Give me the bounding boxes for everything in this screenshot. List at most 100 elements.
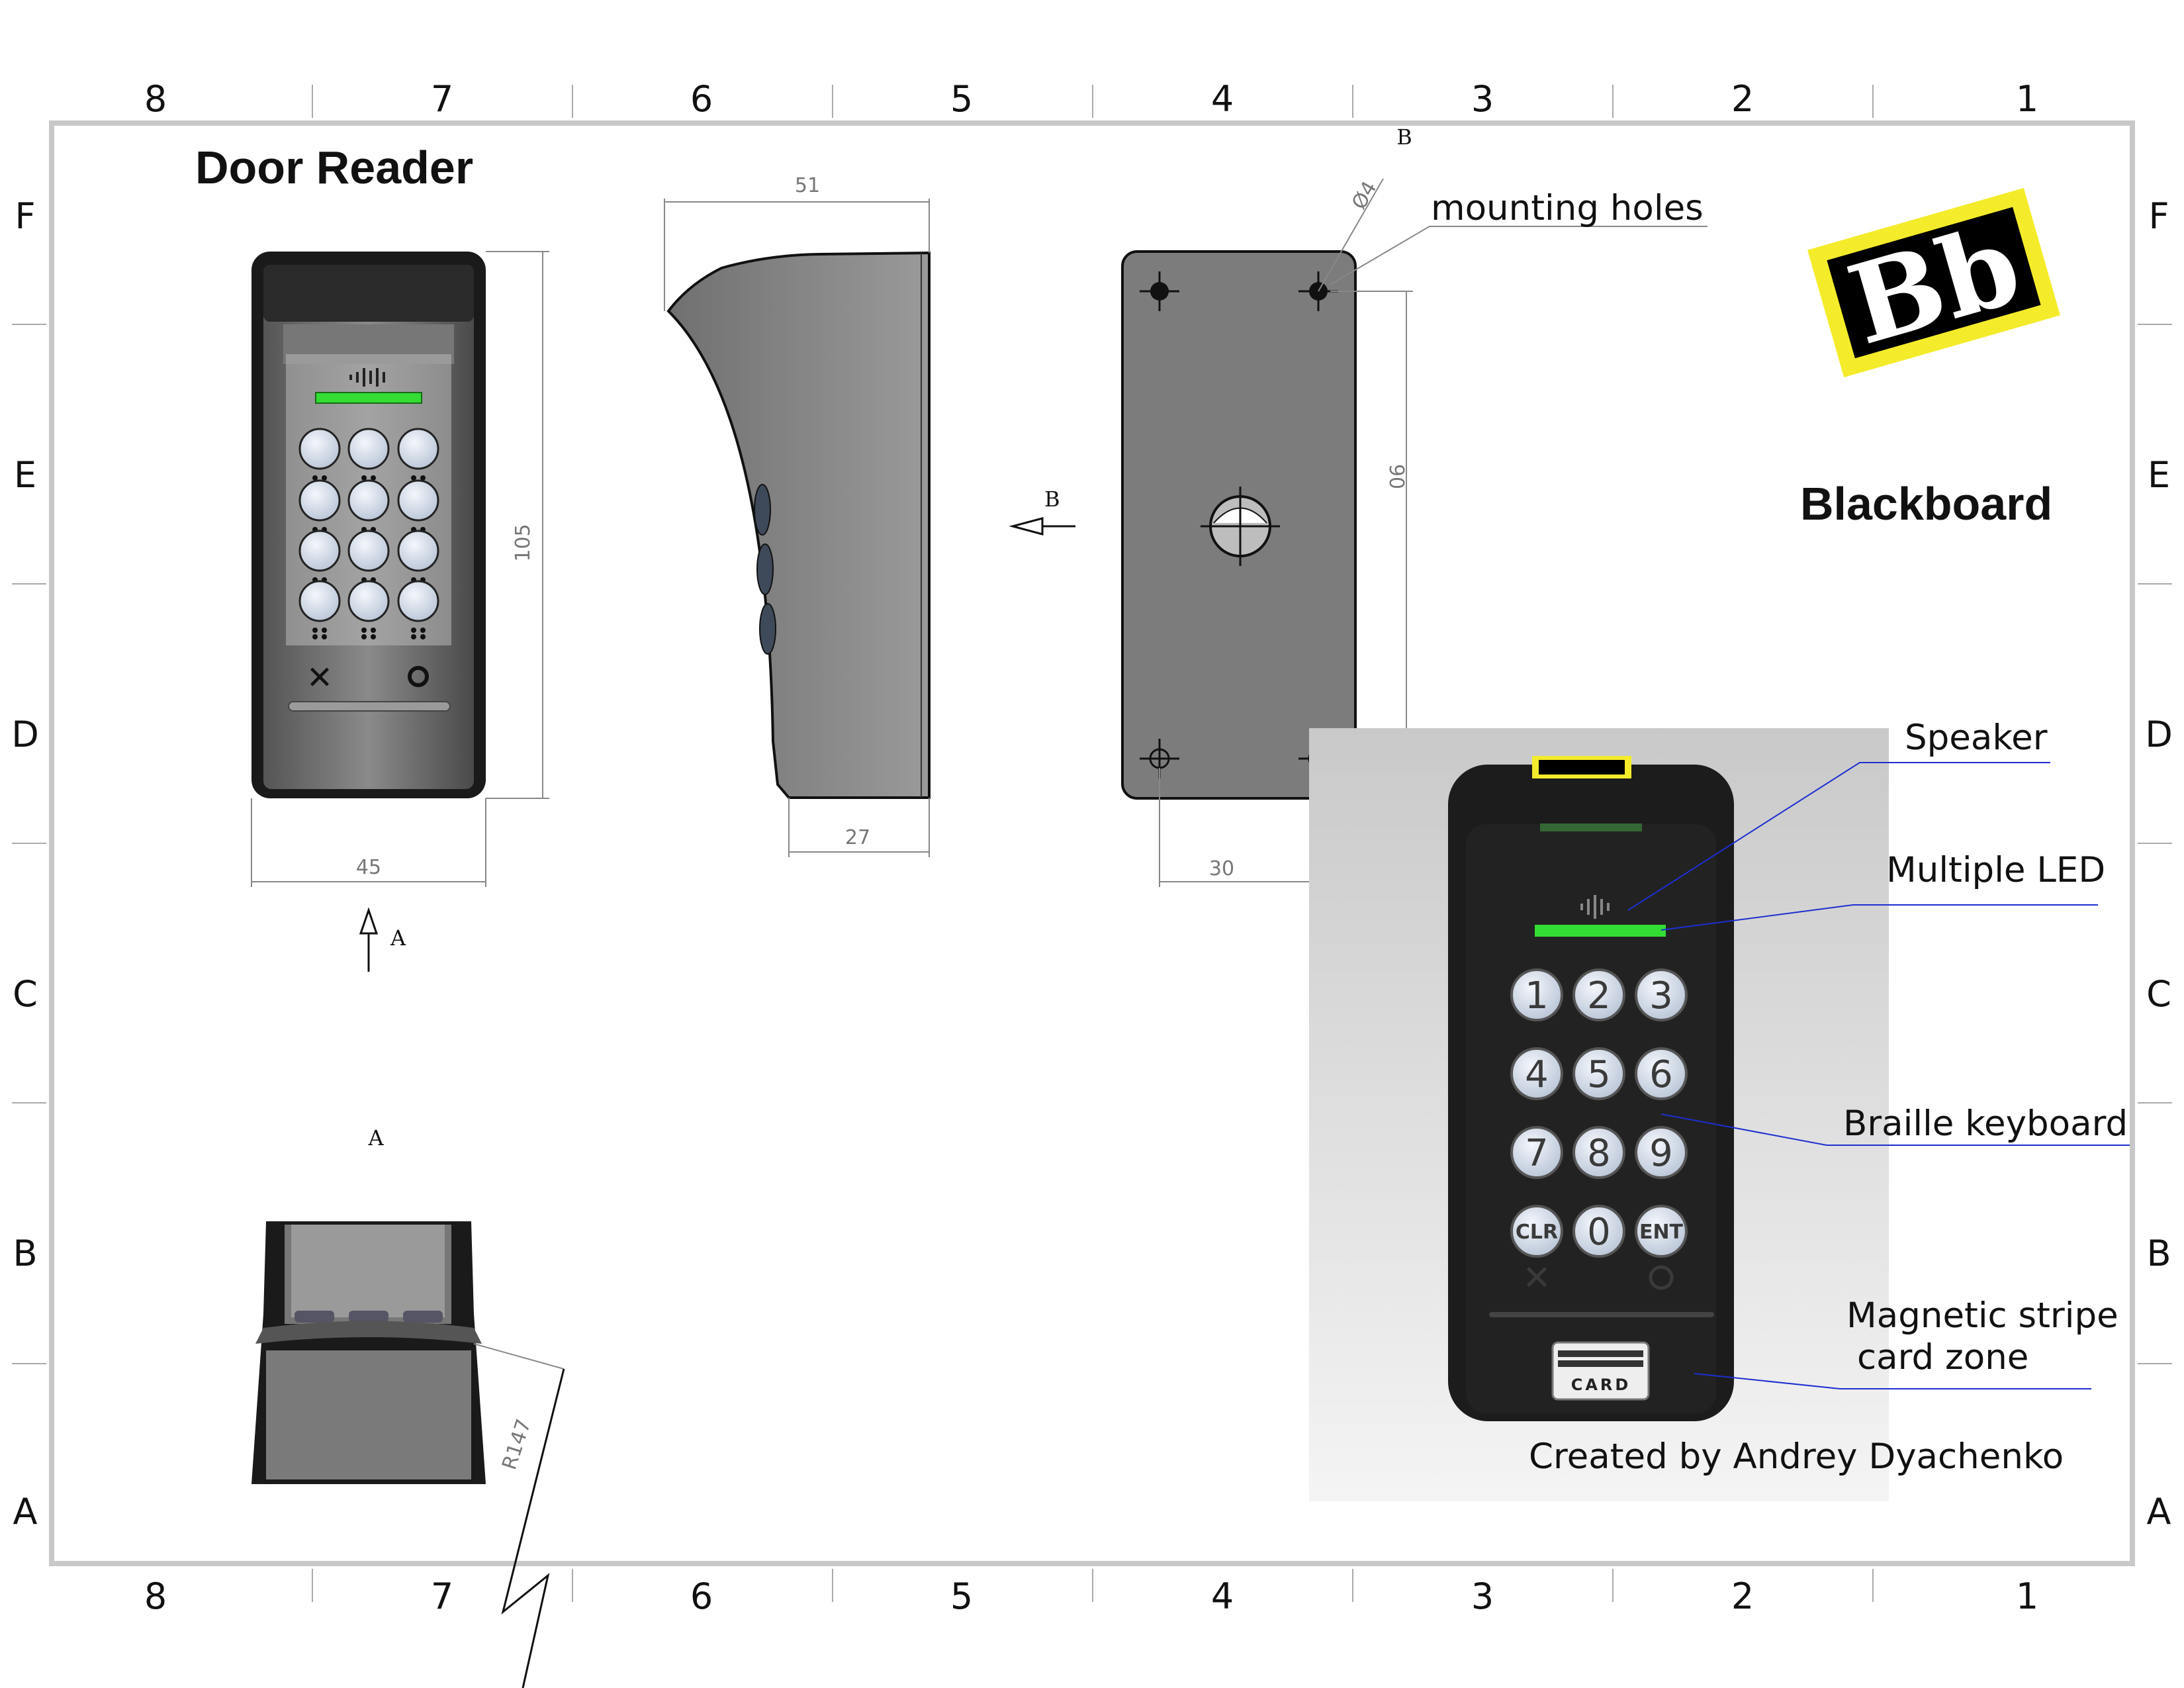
render-led-bar — [1535, 925, 1666, 937]
keypad-key-3[interactable]: 3 — [1635, 968, 1688, 1021]
braille-dots — [361, 628, 376, 639]
column-label-top: 1 — [2016, 78, 2038, 120]
callout-mounting-holes: mounting holes — [1431, 188, 1704, 228]
card-slot — [288, 701, 451, 712]
row-label-left: A — [13, 1491, 38, 1532]
keypad-key-label: 0 — [1587, 1211, 1611, 1254]
front-view: ✕ 105 45 — [251, 251, 549, 887]
render-circle-icon — [1649, 1265, 1674, 1290]
dim-side-depth-top: 51 — [795, 174, 820, 197]
keypad-key-2[interactable]: 2 — [1572, 968, 1625, 1021]
column-label-bottom: 6 — [690, 1575, 713, 1617]
column-label-bottom: 5 — [950, 1575, 973, 1617]
dim-hole-diameter: Ø4 — [1347, 177, 1382, 213]
row-label-right: F — [2148, 195, 2169, 237]
callout-multiple-led: Multiple LED — [1886, 850, 2105, 890]
keypad-key-6[interactable]: 6 — [1635, 1047, 1688, 1100]
column-label-top: 7 — [431, 78, 453, 120]
column-label-bottom: 1 — [2016, 1575, 2038, 1617]
keypad-key-0[interactable]: 0 — [1572, 1205, 1625, 1258]
column-label-bottom: 3 — [1471, 1575, 1494, 1617]
column-label-bottom: 7 — [431, 1575, 453, 1617]
keypad-key-1[interactable]: 1 — [1510, 968, 1563, 1021]
row-label-left: D — [11, 714, 39, 755]
keypad-key-ent[interactable]: ENT — [1635, 1205, 1688, 1258]
braille-dots — [411, 628, 426, 639]
keypad-key-label: 9 — [1649, 1132, 1673, 1175]
dim-side-depth-bottom: 27 — [845, 826, 870, 849]
row-label-right: E — [2148, 454, 2170, 496]
keypad-key-label: ENT — [1639, 1221, 1684, 1244]
keypad-key-label: 4 — [1525, 1053, 1549, 1096]
front-keycap — [298, 428, 341, 470]
front-keycap — [347, 580, 390, 622]
led-bar — [315, 392, 422, 404]
keypad-key-9[interactable]: 9 — [1635, 1126, 1688, 1179]
cable-hole — [1201, 487, 1280, 566]
logo-text: Bb — [1836, 200, 2033, 370]
row-label-right: C — [2146, 973, 2171, 1015]
front-keycap — [298, 530, 341, 572]
keypad-key-5[interactable]: 5 — [1572, 1047, 1625, 1100]
front-keycap — [397, 479, 439, 522]
keypad-key-clr[interactable]: CLR — [1510, 1205, 1563, 1258]
view-arrow-a-label: A — [390, 925, 406, 951]
front-keycap — [347, 428, 390, 470]
front-keycap — [298, 580, 341, 622]
row-label-left: E — [14, 454, 36, 496]
render-cross-icon: ✕ — [1522, 1258, 1551, 1298]
row-label-left: F — [15, 195, 35, 237]
keypad-key-label: 1 — [1525, 974, 1549, 1017]
row-label-right: D — [2145, 714, 2173, 755]
keypad-key-label: 6 — [1649, 1053, 1673, 1096]
column-label-bottom: 4 — [1211, 1575, 1234, 1617]
column-label-top: 6 — [690, 78, 713, 120]
view-arrow-b-label: B — [1044, 487, 1060, 512]
card-label: CARD — [1571, 1376, 1631, 1394]
brand-name: Blackboard — [1800, 478, 2052, 530]
keypad-key-4[interactable]: 4 — [1510, 1047, 1563, 1100]
front-keycap — [397, 428, 439, 470]
keypad-key-7[interactable]: 7 — [1510, 1126, 1563, 1179]
row-label-left: C — [13, 973, 38, 1015]
view-b-title: B — [1396, 124, 1412, 150]
keypad-key-label: CLR — [1516, 1221, 1558, 1244]
row-label-left: B — [13, 1233, 37, 1274]
keypad-key-label: 5 — [1587, 1053, 1611, 1096]
callout-card-zone: card zone — [1857, 1337, 2028, 1378]
column-label-bottom: 2 — [1731, 1575, 1754, 1617]
dim-hole-spacing-vertical: 90 — [1385, 464, 1408, 489]
view-arrow-a: A — [359, 907, 406, 972]
front-keycap — [347, 479, 390, 522]
column-label-top: 8 — [144, 78, 167, 120]
keypad-key-label: 2 — [1587, 974, 1611, 1017]
keypad-key-8[interactable]: 8 — [1572, 1126, 1625, 1179]
callout-braille-keyboard: Braille keyboard — [1843, 1103, 2128, 1144]
column-label-top: 5 — [950, 78, 973, 120]
speaker-icon — [1580, 895, 1610, 919]
drawing-title: Door Reader — [195, 142, 473, 193]
dim-radius: R147 — [498, 1417, 535, 1473]
dim-front-width: 45 — [356, 856, 381, 879]
callout-speaker: Speaker — [1905, 718, 2048, 758]
blackboard-logo: Bb — [1807, 188, 2060, 377]
view-a-title: A — [367, 1125, 384, 1150]
top-view-a: R147 — [251, 1221, 565, 1688]
mounting-hole — [1140, 271, 1179, 311]
row-label-right: B — [2146, 1233, 2171, 1274]
keypad-key-label: 7 — [1525, 1132, 1549, 1175]
front-keycap — [397, 530, 439, 572]
circle-mark-icon — [408, 666, 429, 687]
callout-magnetic-stripe: Magnetic stripe — [1846, 1295, 2118, 1336]
view-arrow-b: B — [1009, 487, 1075, 536]
credit-text: Created by Andrey Dyachenko — [1529, 1436, 2064, 1477]
front-keycap — [397, 580, 439, 622]
braille-dots — [312, 628, 327, 639]
row-label-right: A — [2147, 1491, 2171, 1532]
keypad-key-label: 8 — [1587, 1132, 1611, 1175]
side-view: 51 27 — [664, 174, 931, 857]
cross-mark-icon: ✕ — [306, 659, 333, 696]
column-label-bottom: 8 — [144, 1575, 167, 1617]
dim-front-height: 105 — [512, 524, 535, 561]
